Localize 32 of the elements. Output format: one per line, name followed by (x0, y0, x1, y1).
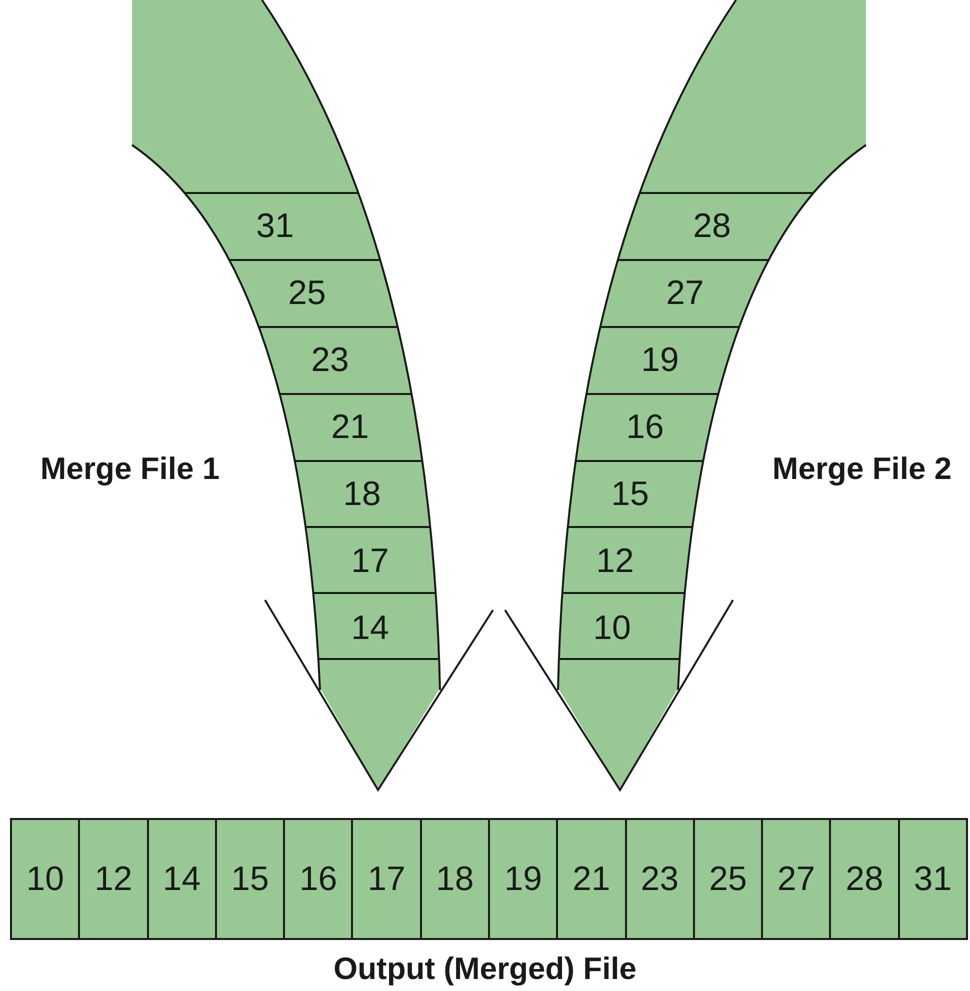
record-cell: 21 (558, 820, 627, 938)
record-cell: 16 (285, 820, 354, 938)
record-cell: 18 (422, 820, 490, 938)
record-cell: 23 (626, 820, 695, 938)
record-number: 31 (245, 206, 305, 246)
file-label: Merge File 1 (40, 450, 220, 488)
record-number: 17 (340, 541, 400, 581)
record-number: 12 (585, 541, 645, 581)
record-number: 14 (340, 608, 400, 648)
file-label: Output (Merged) File (332, 950, 638, 988)
record-number: 16 (615, 407, 675, 447)
record-cell: 25 (694, 820, 764, 938)
record-cell: 10 (12, 820, 80, 938)
record-cell: 28 (831, 820, 900, 938)
record-number: 19 (630, 340, 690, 380)
record-number: 18 (332, 474, 392, 514)
record-cell: 12 (80, 820, 149, 938)
record-number: 10 (582, 608, 642, 648)
record-number: 27 (655, 273, 715, 313)
output-file-bar (10, 818, 968, 940)
record-cell: 17 (353, 820, 422, 938)
record-number: 28 (682, 206, 742, 246)
file-label: Merge File 2 (772, 450, 952, 488)
record-number: 15 (600, 474, 660, 514)
record-cell: 19 (490, 820, 558, 938)
record-number: 25 (277, 273, 337, 313)
record-number: 21 (320, 407, 380, 447)
record-cell: 31 (900, 820, 968, 938)
record-number: 23 (300, 340, 360, 380)
record-cell: 15 (216, 820, 286, 938)
record-cell: 14 (148, 820, 217, 938)
record-cell: 27 (763, 820, 832, 938)
